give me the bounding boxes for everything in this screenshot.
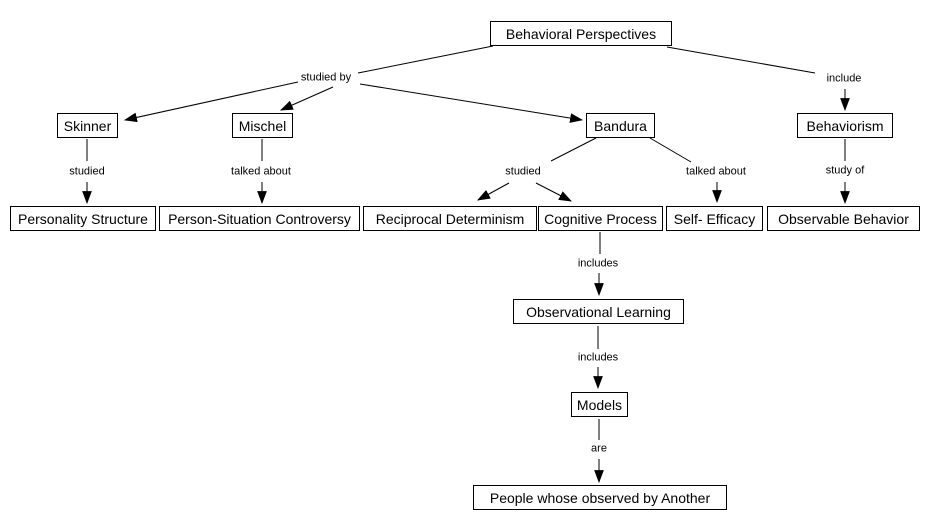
node-mischel[interactable]: Mischel bbox=[232, 113, 293, 138]
node-skinner[interactable]: Skinner bbox=[57, 113, 118, 138]
node-person-situation-controversy[interactable]: Person-Situation Controversy bbox=[159, 206, 360, 231]
node-observable-behavior[interactable]: Observable Behavior bbox=[767, 206, 920, 231]
node-models[interactable]: Models bbox=[571, 392, 628, 417]
edge-arrow-line bbox=[535, 182, 572, 202]
edge-arrow-line bbox=[123, 81, 299, 123]
edge-label-include: include bbox=[824, 72, 864, 85]
edge-label-study-of: study of bbox=[823, 164, 867, 177]
edge-label-talked-about-bandura: talked about bbox=[684, 165, 748, 178]
edge-label-talked-about-mischel: talked about bbox=[229, 165, 293, 178]
edge-label-includes-1: includes bbox=[575, 257, 621, 270]
edge-line bbox=[357, 45, 494, 74]
edge-label-includes-2: includes bbox=[575, 351, 621, 364]
edge-arrow-line bbox=[359, 83, 584, 123]
edge-label-are: are bbox=[589, 442, 609, 455]
node-personality-structure[interactable]: Personality Structure bbox=[10, 206, 156, 231]
edge-line bbox=[666, 46, 816, 74]
node-self-efficacy[interactable]: Self- Efficacy bbox=[666, 206, 763, 231]
node-observational-learning[interactable]: Observational Learning bbox=[513, 299, 684, 324]
node-bandura[interactable]: Bandura bbox=[586, 113, 655, 138]
edge-label-studied-bandura: studied bbox=[503, 165, 543, 178]
edge-line bbox=[649, 137, 692, 163]
node-behavioral-perspectives[interactable]: Behavioral Perspectives bbox=[490, 21, 672, 46]
node-behaviorism[interactable]: Behaviorism bbox=[797, 113, 893, 138]
edge-arrow-line bbox=[477, 182, 510, 201]
edge-line bbox=[550, 137, 597, 162]
edge-label-studied-skinner: studied bbox=[67, 165, 107, 178]
node-cognitive-process[interactable]: Cognitive Process bbox=[538, 206, 663, 231]
edge-label-studied-by: studied by bbox=[298, 71, 354, 84]
node-reciprocal-determinism[interactable]: Reciprocal Determinism bbox=[363, 206, 537, 231]
edge-arrow-line bbox=[280, 86, 334, 111]
node-people-observed[interactable]: People whose observed by Another bbox=[473, 485, 727, 510]
